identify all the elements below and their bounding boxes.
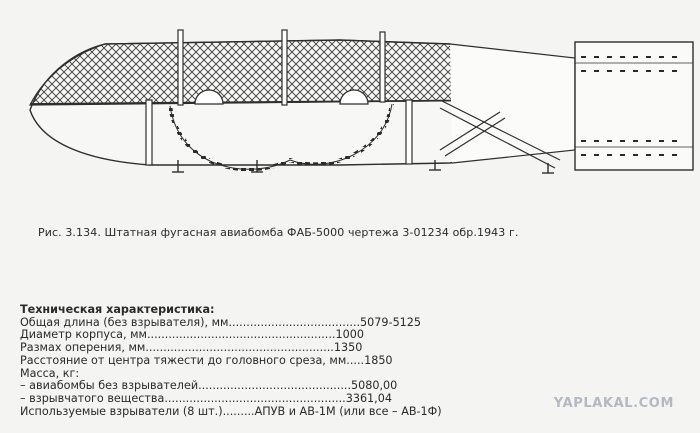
specs-block: Техническая характеристика: Общая длина …: [20, 303, 442, 418]
spec-line-diameter: Диаметр корпуса, мм.....................…: [20, 328, 364, 342]
spec-line-fin-span: Размах оперения, мм.....................…: [20, 341, 363, 355]
spec-line-length: Общая длина (без взрывателя), мм........…: [20, 315, 422, 329]
spec-line-mass-header: Масса, кг:: [20, 366, 80, 380]
site-watermark: YAPLAKAL.COM: [553, 396, 674, 411]
bomb-drawing: [29, 29, 694, 174]
spec-line-bomb-mass: – авиабомбы без взрывателей.............…: [20, 379, 398, 393]
lug-left: [194, 89, 224, 105]
spec-line-fuzes: Используемые взрыватели (8 шт.).........…: [20, 404, 442, 418]
figure-caption: Рис. 3.134. Штатная фугасная авиабомба Ф…: [38, 226, 519, 239]
spec-line-explosive-mass: – взрывчатого вещества..................…: [20, 391, 392, 405]
spec-line-cg-distance: Расстояние от центра тяжести до головног…: [20, 353, 393, 367]
net-mesh: [29, 39, 524, 106]
specs-heading: Техническая характеристика:: [20, 303, 215, 316]
tail-fin-box: [574, 41, 694, 171]
lug-right: [339, 89, 369, 105]
tail-fin-rivets: [581, 56, 677, 156]
